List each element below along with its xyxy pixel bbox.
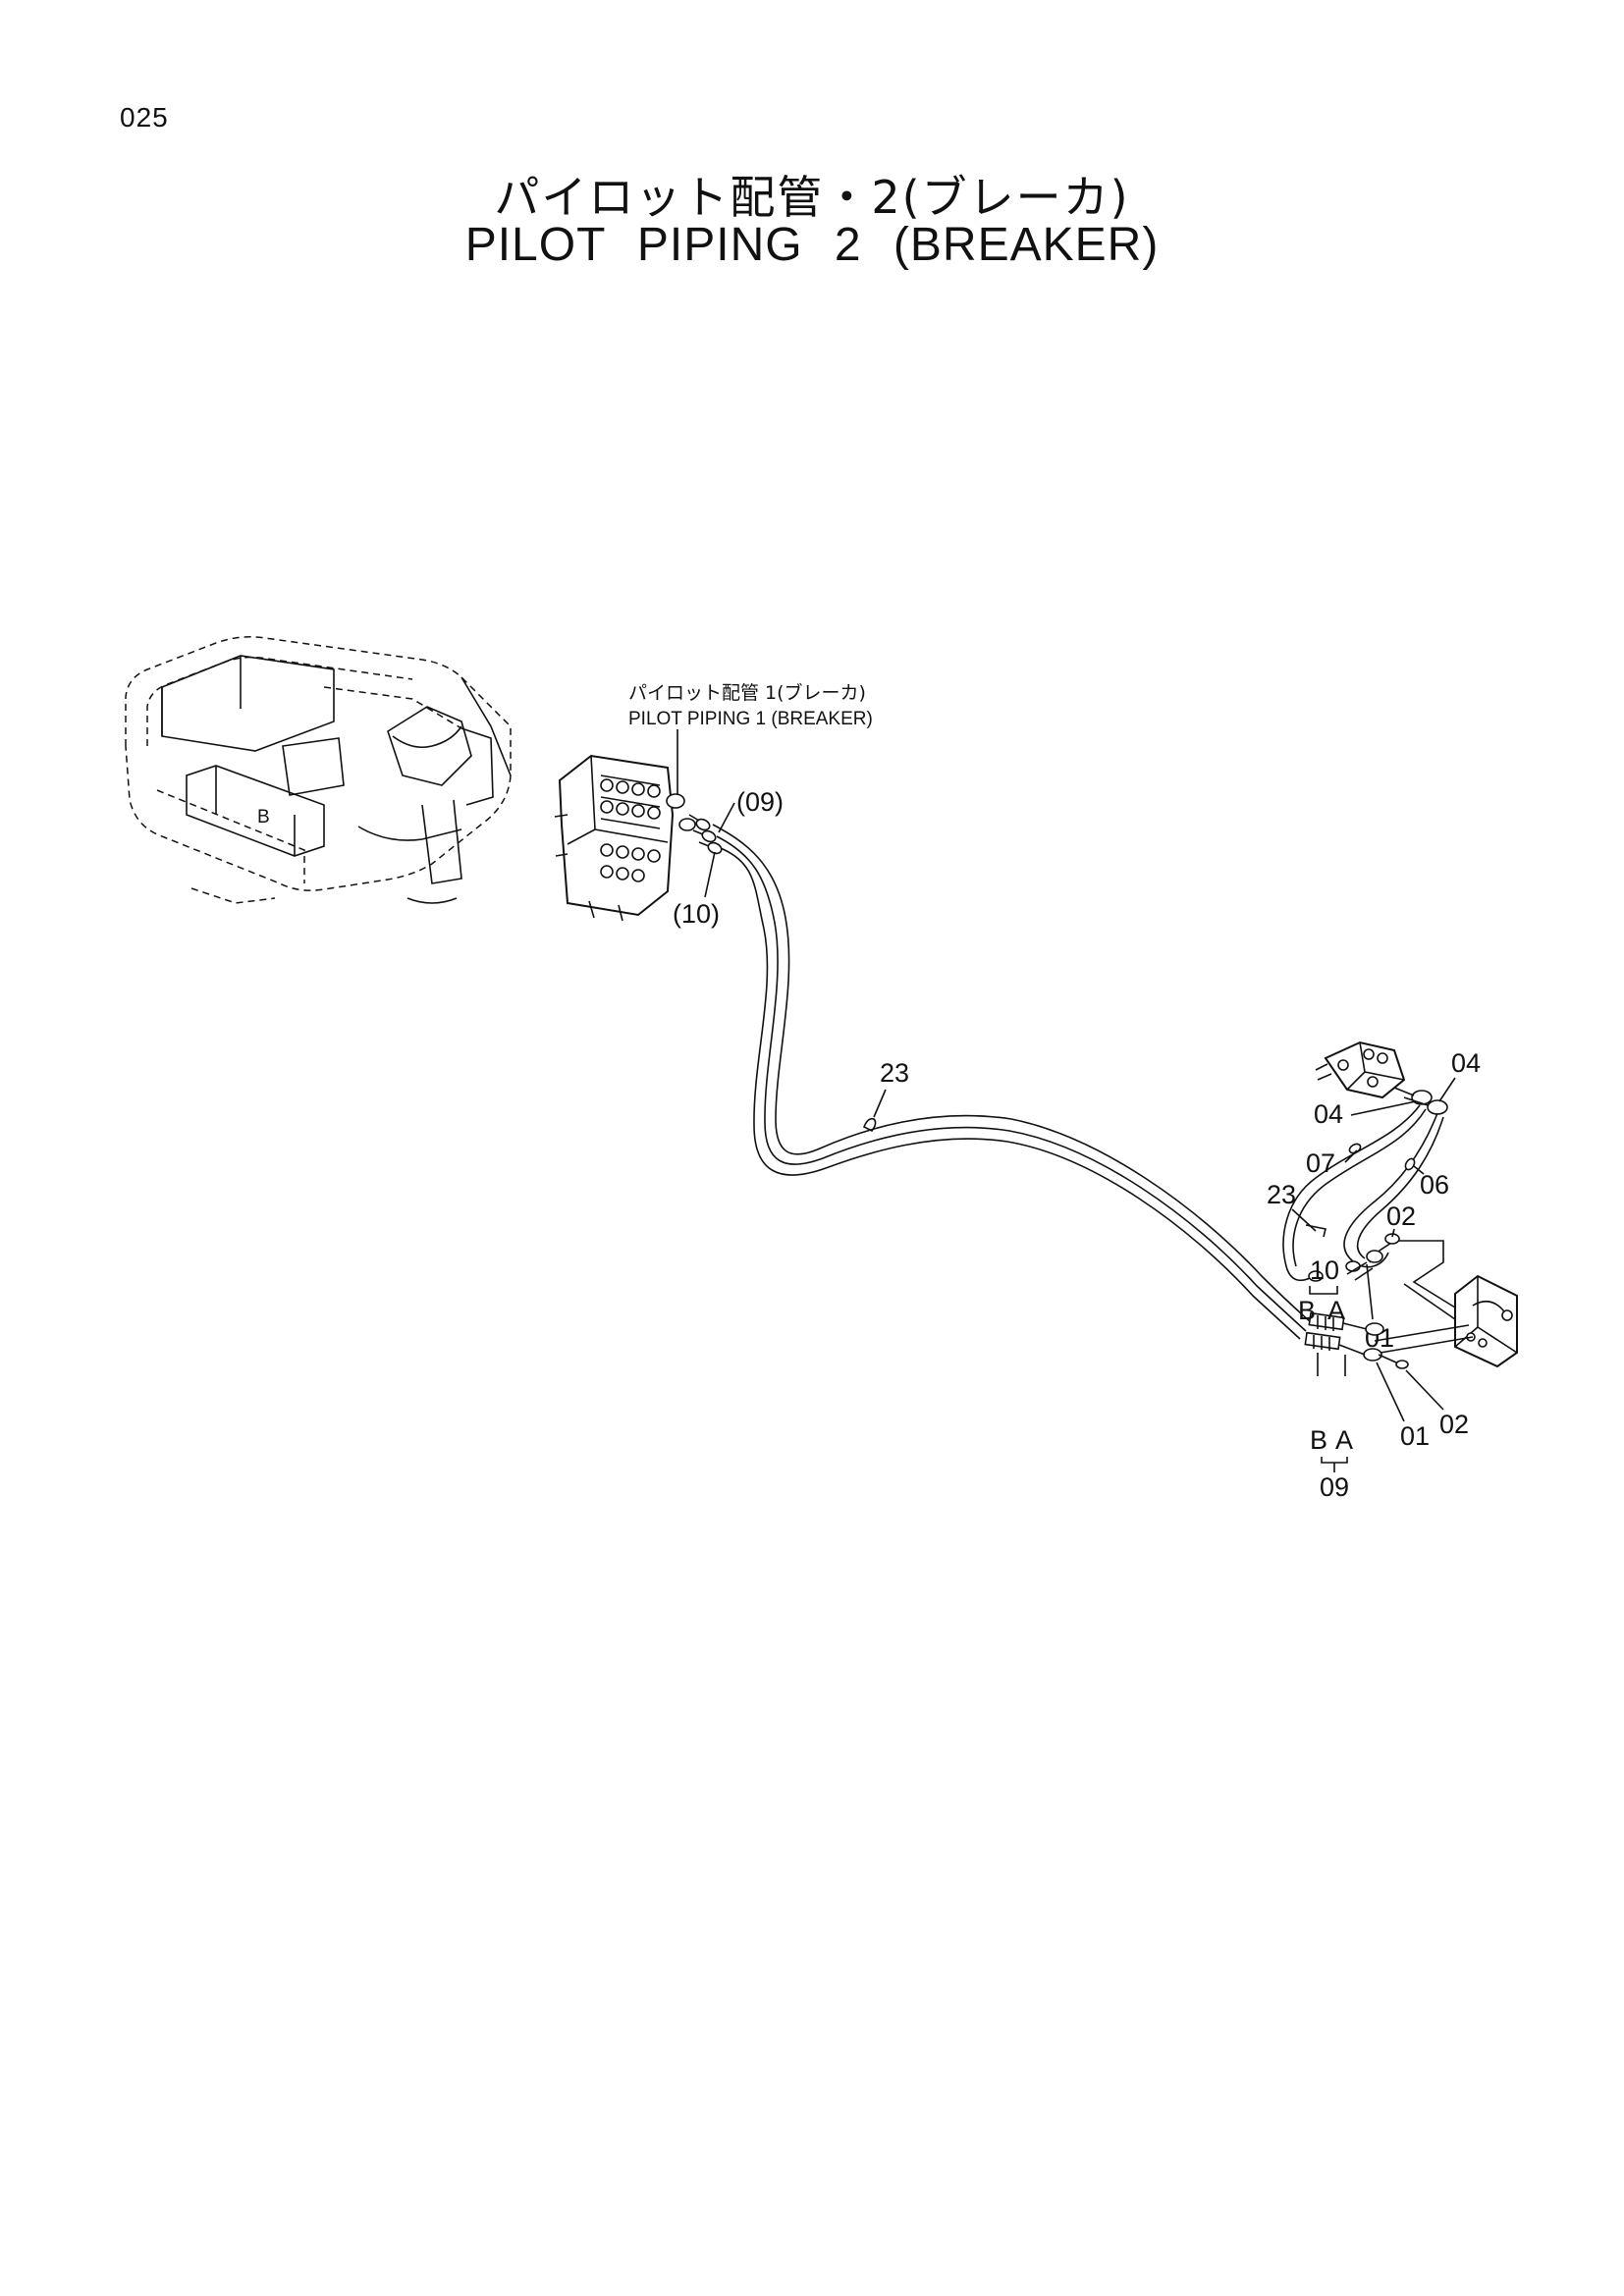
short-hoses [1282,1104,1444,1282]
page-number: 025 [120,102,169,133]
control-valve [554,754,696,922]
callout-10-a: A [1327,1296,1345,1325]
callout-09-paren: (09) [736,787,784,817]
callout-02-lower: 02 [1439,1410,1469,1439]
leader-23-mid [873,1089,887,1118]
callout-23-right: 23 [1267,1180,1296,1209]
leader-07 [1344,1149,1358,1163]
leader-10-paren [704,851,716,898]
callout-23-mid: 23 [880,1058,909,1088]
mounting-bracket [1369,1240,1518,1368]
hose-clamp-icon [862,1117,877,1133]
callout-10: 10 [1310,1255,1339,1285]
leader-06 [1413,1165,1425,1175]
pilot-hose-23 [688,814,1313,1340]
leader-23-right [1291,1208,1317,1232]
reference-note-english: PILOT PIPING 1 (BREAKER) [628,709,873,729]
leader-02-lower [1405,1369,1444,1411]
callout-04-left: 04 [1314,1099,1343,1129]
callout-09-a: A [1335,1425,1353,1455]
reference-note-japanese: パイロット配管 1(ブレーカ) [628,681,866,704]
callout-07: 07 [1306,1148,1335,1178]
callout-10-paren: (10) [673,899,720,929]
bracket-10 [1309,1286,1338,1295]
leader-01-lower [1376,1362,1405,1422]
leader-02-upper [1391,1228,1395,1238]
callout-04-top: 04 [1451,1048,1481,1078]
callout-02-upper: 02 [1386,1201,1416,1231]
leader-04-top [1438,1077,1456,1102]
leader-01-upper [1366,1263,1374,1320]
upper-fittings [1346,1233,1400,1281]
page-title-english: PILOT PIPING 2 (BREAKER) [464,219,1160,271]
callout-01-lower: 01 [1400,1421,1430,1451]
hose-end-fittings [1304,1311,1409,1369]
callout-09: 09 [1320,1472,1349,1502]
callout-10-b: B [1298,1296,1316,1325]
leader-09-paren [718,802,735,833]
leader-09-ba [1317,1353,1346,1376]
callout-09-b: B [1310,1425,1327,1455]
component-letter-b: B [257,807,270,828]
machine-upper-structure: B [125,636,512,904]
bracket-09 [1321,1457,1348,1472]
callout-06: 06 [1420,1170,1449,1200]
page-title-japanese: パイロット配管・2(ブレーカ) [494,171,1130,224]
leader-04-left [1350,1100,1417,1116]
